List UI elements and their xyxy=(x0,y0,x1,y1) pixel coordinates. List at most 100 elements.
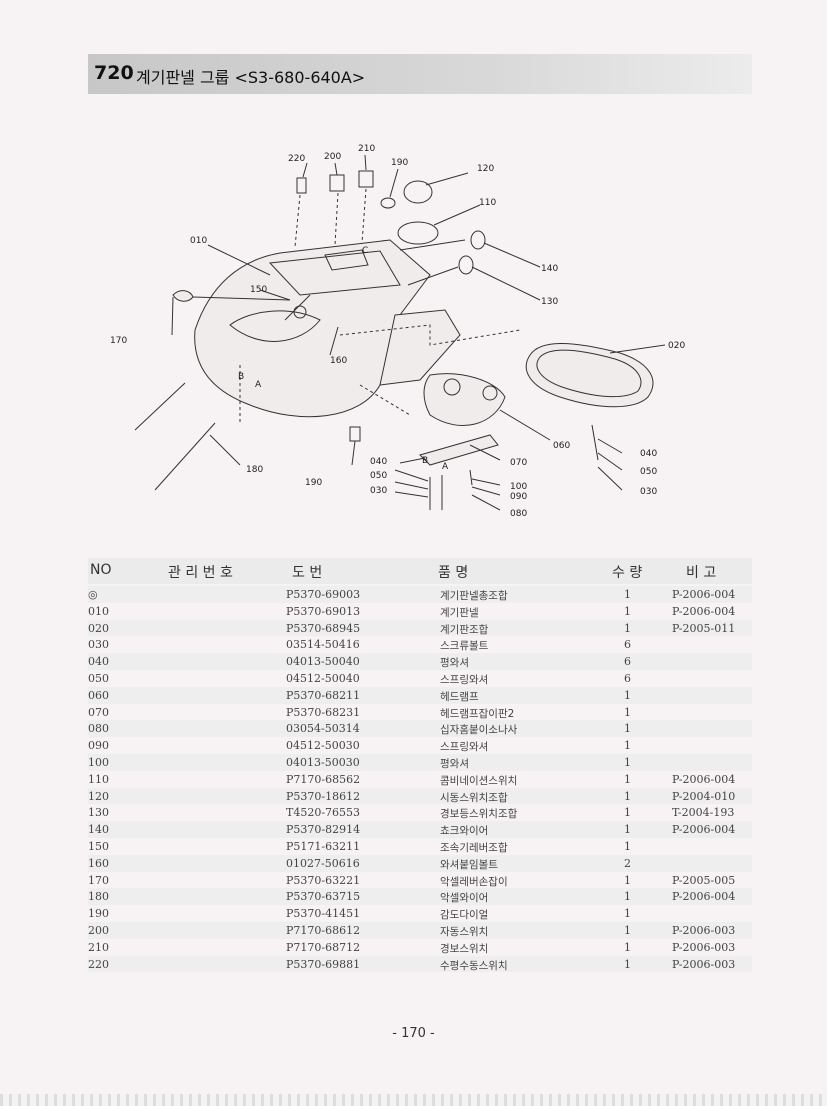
callout-140: 140 xyxy=(541,264,558,274)
part-name: 경보등스위치조합 xyxy=(440,808,518,821)
part-no: 070 xyxy=(88,705,109,719)
drawing-number: P5370-69003 xyxy=(286,588,361,601)
quantity: 1 xyxy=(624,755,631,769)
part-name: 평와셔 xyxy=(440,757,469,770)
quantity: 1 xyxy=(624,688,631,702)
drawing-number: P5370-68231 xyxy=(286,705,361,719)
drawing-number: P5370-68945 xyxy=(286,621,361,635)
quantity: 1 xyxy=(624,806,631,820)
drawing-number: P5370-69013 xyxy=(286,604,361,618)
header-quantity: 수 량 xyxy=(612,565,643,581)
callout-200: 200 xyxy=(324,152,341,162)
part-no: 150 xyxy=(88,839,109,853)
remark: P-2006-003 xyxy=(672,957,736,971)
part-no: 050 xyxy=(88,671,109,685)
marker-c: C xyxy=(362,246,368,256)
drawing-number: P5370-63715 xyxy=(286,890,361,904)
part-no: 080 xyxy=(88,722,109,736)
part-name: 계기판넬 xyxy=(440,606,479,619)
quantity: 6 xyxy=(624,655,631,669)
drawing-number: T4520-76553 xyxy=(286,806,361,820)
meter-cluster-shape xyxy=(525,343,654,408)
part-name: 계기판넬총조합 xyxy=(440,590,508,602)
quantity: 1 xyxy=(624,739,631,753)
callout-030-right: 030 xyxy=(640,487,657,497)
part-name: 악셀와이어 xyxy=(440,892,489,905)
remark: P-2004-010 xyxy=(672,789,736,803)
callout-020: 020 xyxy=(668,341,685,351)
drawing-number: P5171-63211 xyxy=(286,839,361,853)
remark: P-2006-004 xyxy=(672,890,736,904)
table-row: 130 T4520-76553 경보등스위치조합 1 T-2004-193 xyxy=(88,804,752,821)
part-name: 스프링와셔 xyxy=(440,673,489,686)
exploded-parts-diagram: 220 200 210 190 120 110 010 140 150 130 … xyxy=(110,144,685,519)
callout-050-left: 050 xyxy=(370,471,387,481)
drawing-number: 04512-50030 xyxy=(286,739,360,753)
callout-130: 130 xyxy=(541,297,558,307)
group-number: 720 xyxy=(94,62,134,84)
quantity: 1 xyxy=(624,907,631,921)
part-name: 수평수동스위치 xyxy=(440,959,508,972)
drawing-number: 04013-50030 xyxy=(286,755,360,769)
quantity: 1 xyxy=(624,705,631,719)
drawing-number: P5370-63221 xyxy=(286,873,361,887)
header-remark: 비 고 xyxy=(686,565,717,581)
callout-080: 080 xyxy=(510,509,527,519)
callout-060: 060 xyxy=(553,441,570,451)
part-name: 조속기레버조합 xyxy=(440,841,508,854)
callout-070: 070 xyxy=(510,458,527,468)
marker-a-bracket: A xyxy=(442,462,449,472)
group-title: 계기판넬 그룹 <S3-680-640A> xyxy=(136,68,366,87)
quantity: 1 xyxy=(624,957,631,971)
drawing-number: 04512-50040 xyxy=(286,671,360,685)
marker-b: B xyxy=(238,372,244,382)
part-name: 평와셔 xyxy=(440,657,469,670)
drawing-number: 03054-50314 xyxy=(286,722,360,736)
part-no: 130 xyxy=(88,806,109,820)
callout-120: 120 xyxy=(477,164,494,174)
remark: P-2006-003 xyxy=(672,940,736,954)
drawing-number: P5370-82914 xyxy=(286,823,361,837)
remark: P-2006-003 xyxy=(672,923,736,937)
part-name: 십자홈붙이소나사 xyxy=(440,724,518,737)
callout-030-left: 030 xyxy=(370,486,387,496)
callout-050-right: 050 xyxy=(640,467,657,477)
quantity: 1 xyxy=(624,923,631,937)
quantity: 1 xyxy=(624,588,631,601)
part-name: 헤드램프잡이판2 xyxy=(440,707,515,720)
part-name: 계기판조합 xyxy=(440,623,489,636)
part-name: 자동스위치 xyxy=(440,925,489,938)
remark: P-2005-005 xyxy=(672,873,736,887)
part-name: 경보스위치 xyxy=(440,942,489,955)
part-no: 060 xyxy=(88,688,109,702)
drawing-number: P7170-68562 xyxy=(286,772,361,786)
part-no: 040 xyxy=(88,655,109,669)
callout-010: 010 xyxy=(190,236,207,246)
callout-180: 180 xyxy=(246,465,263,475)
part-name: 와셔붙임볼트 xyxy=(440,858,498,871)
part-name: 시동스위치조합 xyxy=(440,791,508,804)
part-no: 090 xyxy=(88,739,109,753)
drawing-number: P7170-68612 xyxy=(286,923,361,937)
part-name: 스프링와셔 xyxy=(440,741,489,754)
remark: P-2006-004 xyxy=(672,604,736,618)
quantity: 6 xyxy=(624,671,631,685)
quantity: 1 xyxy=(624,772,631,786)
drawing-number: P5370-41451 xyxy=(286,907,361,921)
callout-040-right: 040 xyxy=(640,449,657,459)
table-row: 070 P5370-68231 헤드램프잡이판2 1 xyxy=(88,704,752,721)
remark: P-2005-011 xyxy=(672,621,736,635)
remark: T-2004-193 xyxy=(672,806,735,820)
part-no: 210 xyxy=(88,940,109,954)
quantity: 1 xyxy=(624,604,631,618)
